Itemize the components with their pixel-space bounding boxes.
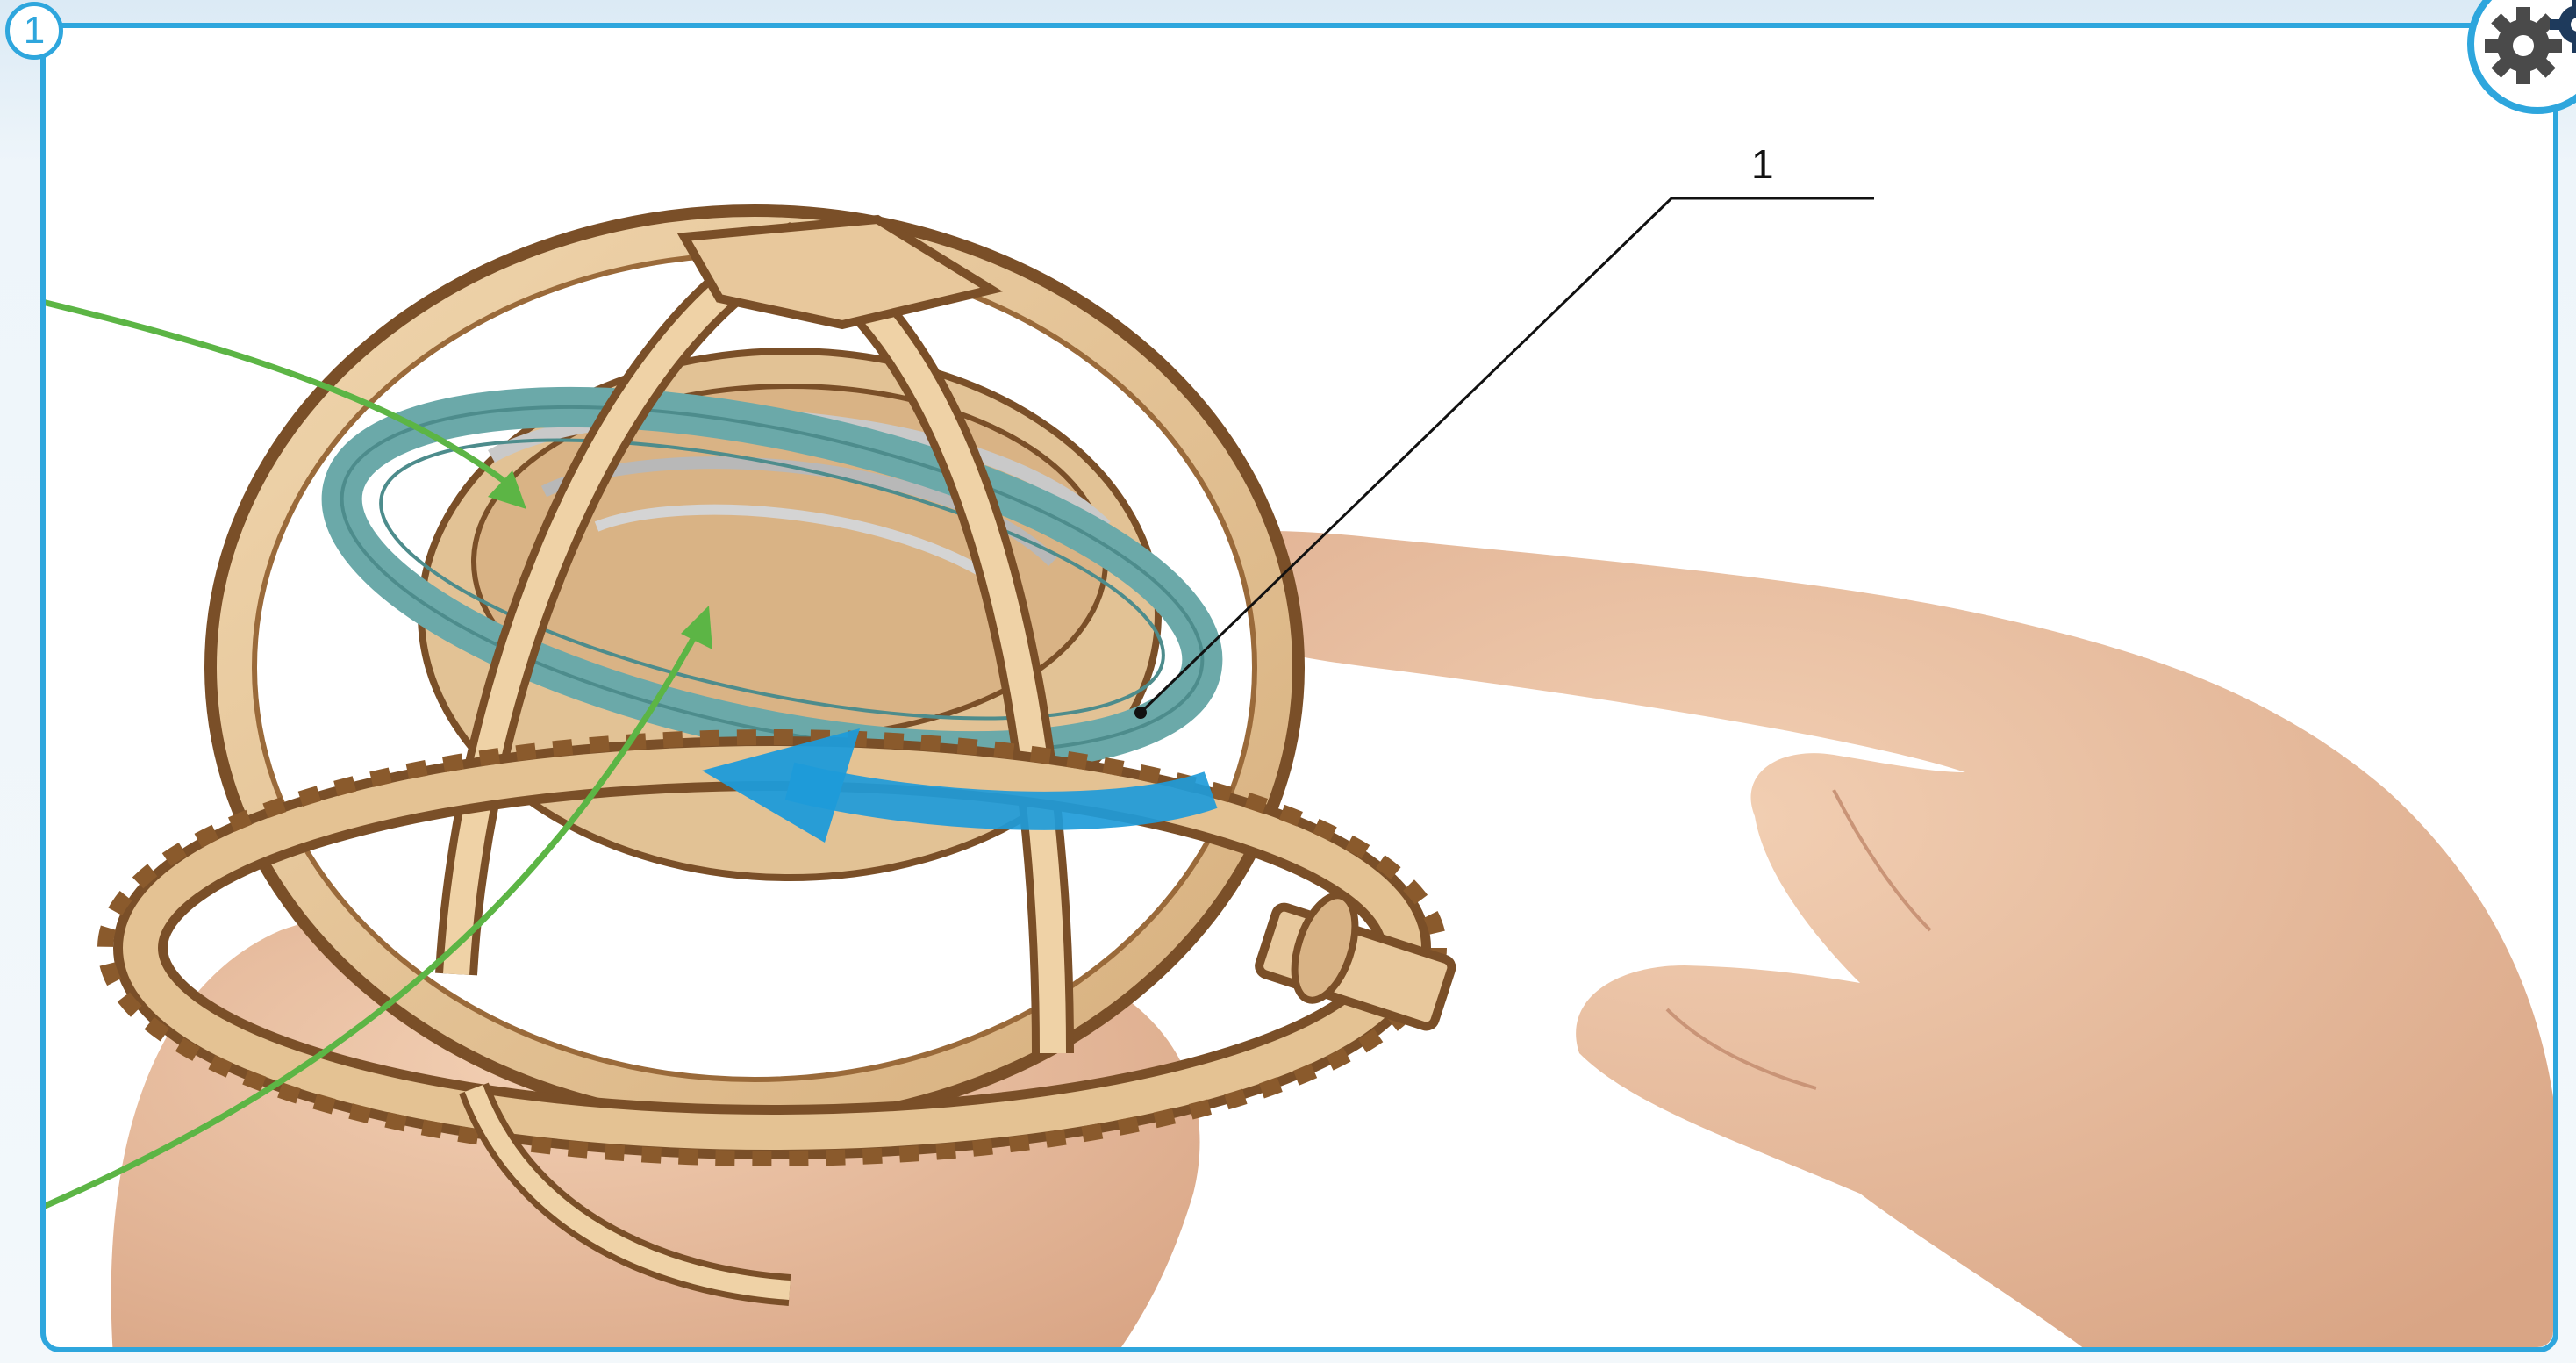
gear-icon <box>2474 0 2576 107</box>
callout-number-1: 1 <box>1751 140 1774 188</box>
step-number-badge: 1 <box>5 2 63 60</box>
callout-point <box>1134 707 1147 719</box>
